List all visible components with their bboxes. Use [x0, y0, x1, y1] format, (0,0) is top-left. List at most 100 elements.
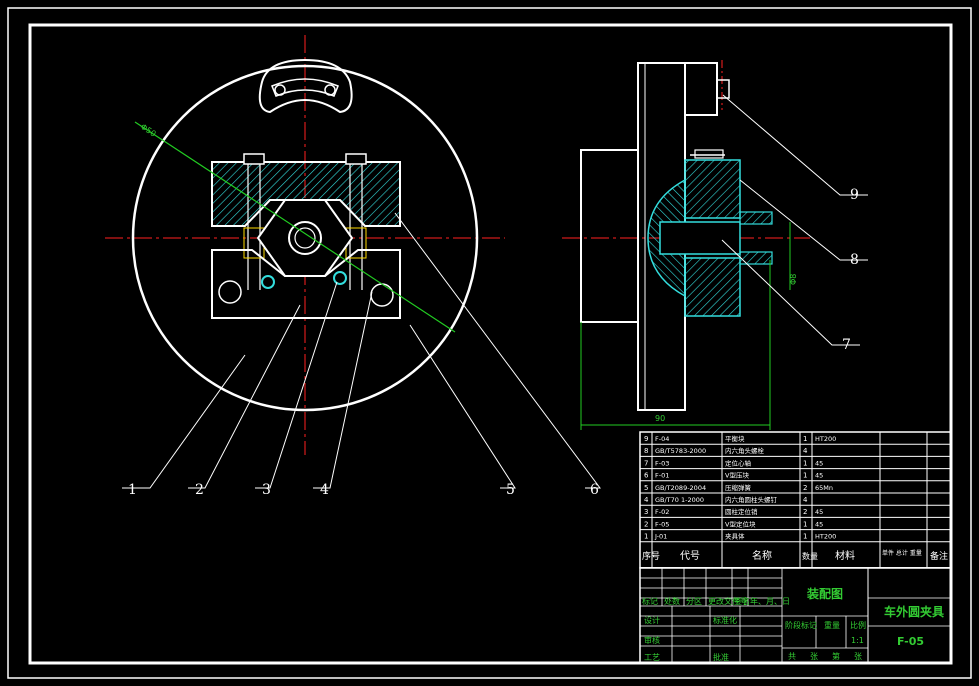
- press-bolt-left: [243, 153, 265, 165]
- sheet-border-outer: [7, 7, 972, 679]
- bom-cell-code: F-02: [655, 508, 669, 516]
- side-width-dim-text: 90: [655, 414, 665, 423]
- bom-cell-material: 65Mn: [815, 484, 833, 492]
- side-bolt: [694, 149, 724, 159]
- front-diameter-dim-line: [134, 121, 456, 333]
- bom-cell-no: 9: [644, 435, 648, 443]
- callout-6: 6: [590, 482, 599, 498]
- title-sheet-label: 第: [832, 651, 840, 661]
- side-press-block: [684, 159, 741, 219]
- title-scale: 1:1: [851, 636, 864, 645]
- bom-cell-qty: 4: [803, 447, 808, 455]
- title-role-review: 审核: [644, 635, 660, 645]
- bom-cell-name: 定位心轴: [725, 458, 752, 467]
- bom-cell-no: 2: [644, 520, 648, 528]
- title-drawing-name: 装配图: [806, 586, 843, 601]
- bom-cell-code: GB/T5783-2000: [655, 447, 706, 455]
- bom-header-name: 名称: [752, 549, 772, 562]
- side-lower-block: [684, 257, 741, 317]
- title-row-label: 处数: [664, 596, 680, 606]
- bom-cell-name: 内六角头螺栓: [725, 446, 765, 455]
- bom-cell-qty: 1: [803, 459, 807, 467]
- bom-cell-name: V型压块: [725, 471, 749, 480]
- bom-cell-name: V型定位块: [725, 519, 756, 528]
- bom-cell-no: 7: [644, 459, 648, 467]
- bom-cell-name: 平衡块: [725, 434, 745, 443]
- bom-cell-no: 1: [644, 533, 648, 541]
- title-stage-label: 阶段标记: [785, 620, 817, 630]
- bom-cell-qty: 1: [803, 533, 807, 541]
- balance-bolt: [716, 79, 730, 99]
- center-hole: [288, 221, 322, 255]
- callout-4: 4: [320, 482, 329, 498]
- title-row-label: 更改文件号: [708, 596, 748, 606]
- bom-cell-qty: 4: [803, 496, 808, 504]
- title-row-label: 标记: [642, 596, 658, 606]
- top-slot: [258, 58, 353, 114]
- center-hole-inner: [294, 227, 316, 249]
- bom-cell-name: 内六角圆柱头螺钉: [725, 495, 778, 504]
- bom-cell-qty: 1: [803, 520, 807, 528]
- locating-pin-right: [333, 271, 347, 285]
- side-hub: [580, 149, 639, 323]
- bom-cell-code: GB/T2089-2004: [655, 484, 706, 492]
- bom-header-weight: 单件 总计 重量: [882, 549, 922, 557]
- bom-cell-code: F-04: [655, 435, 669, 443]
- callout-5: 5: [506, 482, 515, 498]
- callout-3: 3: [262, 482, 271, 498]
- side-view: 90 Φ8 7 8 9: [562, 60, 868, 430]
- callout-9: 9: [850, 187, 859, 203]
- title-row-label: 年、月、日: [750, 596, 790, 606]
- top-slot-bolt-left: [274, 84, 286, 96]
- bom-cell-name: 压缩弹簧: [725, 483, 752, 492]
- bom-header-material: 材料: [835, 549, 855, 562]
- title-block: 标记处数分区更改文件号签名年、月、日设计审核工艺 标准化批准 装配图阶段标记重量比例…: [639, 567, 952, 664]
- bom-cell-name: 夹具体: [725, 532, 745, 541]
- title-part-name: 车外圆夹具: [884, 604, 944, 619]
- bom-cell-qty: 2: [803, 484, 807, 492]
- side-height-dim-text: Φ8: [789, 274, 798, 285]
- title-scale-label: 比例: [850, 620, 866, 630]
- bom-cell-no: 6: [644, 472, 649, 480]
- front-leader-lines: [122, 212, 601, 489]
- bom-cell-material: HT200: [815, 533, 836, 541]
- callout-7: 7: [842, 337, 851, 353]
- title-role-design: 设计: [644, 615, 660, 625]
- title-row-label: 签名: [734, 596, 750, 606]
- title-role-process: 工艺: [644, 653, 660, 662]
- bom-header-remark: 备注: [930, 550, 948, 562]
- bom-cell-qty: 1: [803, 472, 807, 480]
- sheet-border-inner: [28, 23, 953, 665]
- title-weight-label: 重量: [824, 620, 840, 630]
- bom-cell-no: 8: [644, 447, 648, 455]
- press-bolt-right: [345, 153, 367, 165]
- callout-1: 1: [128, 482, 137, 498]
- bom-cell-name: 圆柱定位销: [725, 507, 758, 516]
- v-press-block: [211, 161, 401, 227]
- title-sheet-label: 张: [810, 652, 818, 661]
- fixture-body-disc: [131, 64, 479, 412]
- mandrel: [659, 221, 741, 255]
- callout-2: 2: [195, 482, 204, 498]
- bom-header-code: 代号: [680, 550, 700, 562]
- title-mid-standard: 标准化: [713, 615, 737, 625]
- locating-screw-left: [218, 280, 242, 304]
- title-mid-approve: 批准: [713, 652, 729, 662]
- title-sheet-label: 共: [788, 652, 796, 661]
- bom-cell-qty: 2: [803, 508, 807, 516]
- bom-cell-code: F-05: [655, 520, 669, 528]
- bom-cell-code: F-01: [655, 472, 669, 480]
- bom-cell-material: 45: [815, 508, 823, 516]
- front-diameter-dim-text: Φ50: [139, 122, 158, 139]
- top-slot-inner: [271, 78, 339, 97]
- bom-cell-no: 4: [644, 496, 649, 504]
- bom-cell-material: HT200: [815, 435, 836, 443]
- balance-block: [684, 62, 718, 116]
- mandrel-nut-lower: [739, 251, 773, 265]
- locating-pin-left: [261, 275, 275, 289]
- bom-cell-code: F-03: [655, 459, 669, 467]
- title-row-label: 分区: [686, 597, 702, 606]
- title-frame: [639, 567, 952, 664]
